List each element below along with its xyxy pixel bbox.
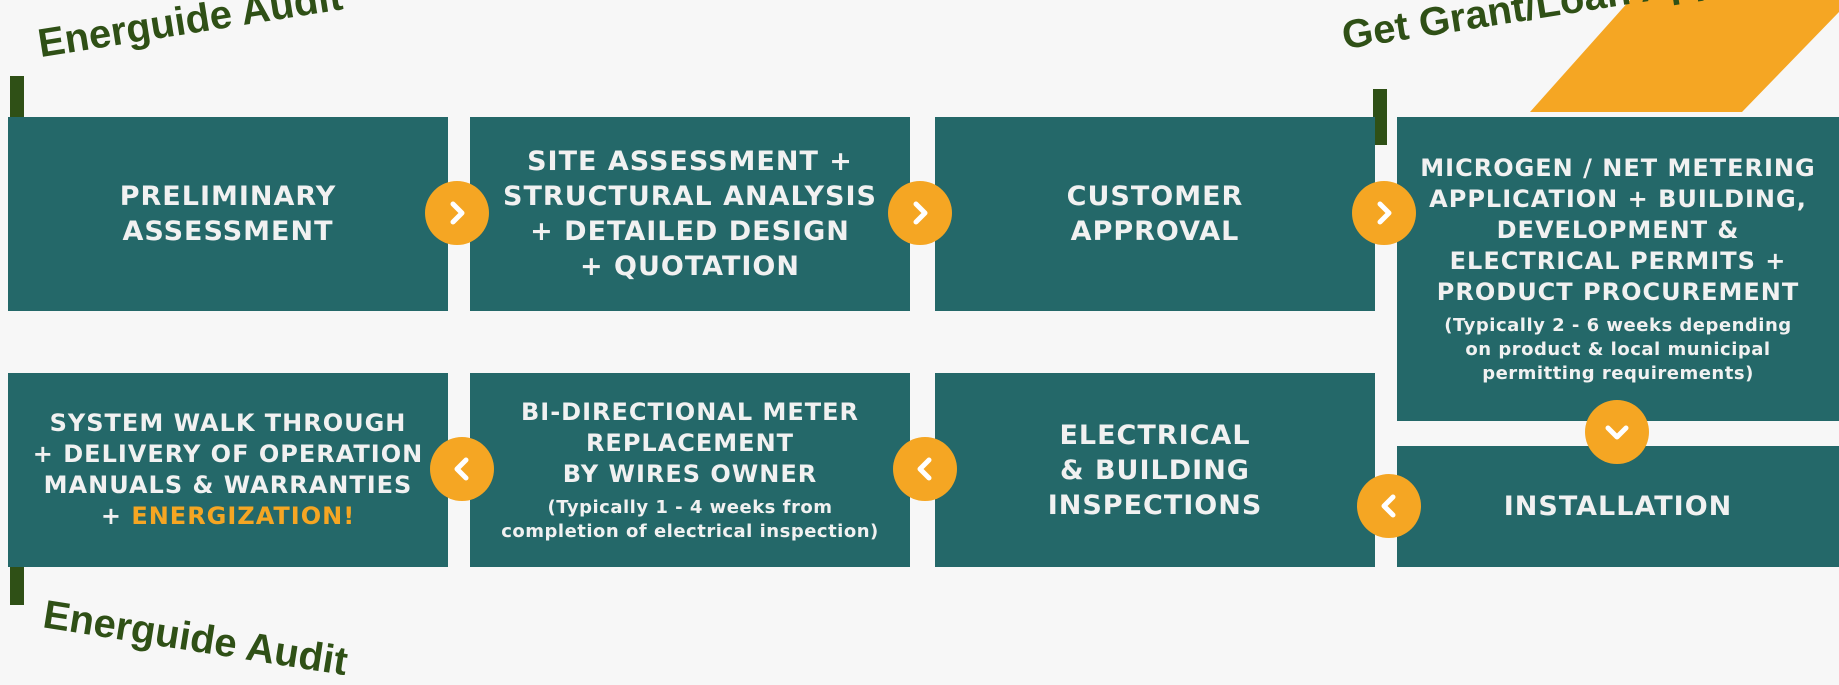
step-site-assessment: SITE ASSESSMENT + STRUCTURAL ANALYSIS + … [470,117,910,311]
arrow-down [1585,400,1649,464]
step-microgen-permits: MICROGEN / NET METERING APPLICATION + BU… [1397,117,1839,421]
arrow-next-2 [888,181,952,245]
arrow-next-1 [425,181,489,245]
step-text-last: + ENERGIZATION! [101,501,355,532]
annotation-marker-top-right [1373,89,1387,145]
step-text: & BUILDING [1060,454,1250,486]
annotation-energuide-bottom: Energuide Audit [40,592,351,685]
step-bidirectional-meter: BI-DIRECTIONAL METER REPLACEMENT BY WIRE… [470,373,910,567]
step-text: STRUCTURAL ANALYSIS [503,181,877,212]
arrow-back-2 [893,437,957,501]
step-text: CUSTOMER [1066,181,1244,212]
step-note: (Typically 1 - 4 weeks from [547,496,833,518]
step-text: REPLACEMENT [585,428,795,457]
chevron-right-icon [913,201,928,225]
step-text-prefix: + [100,502,132,530]
step-text: + DETAILED DESIGN [530,216,850,247]
step-text: + QUOTATION [580,251,800,282]
step-text: MANUALS & WARRANTIES [43,471,413,499]
step-text: APPROVAL [1070,216,1240,247]
step-text: APPLICATION + BUILDING, [1429,184,1807,213]
step-text: ELECTRICAL PERMITS + [1449,246,1787,275]
step-preliminary-assessment: PRELIMINARY ASSESSMENT [8,117,448,311]
step-text: PRODUCT PROCUREMENT [1436,277,1800,306]
chevron-right-icon [1377,201,1392,225]
step-text: MICROGEN / NET METERING [1420,153,1816,182]
chevron-right-icon [450,201,465,225]
step-text: SITE ASSESSMENT + [527,146,853,177]
arrow-back-3 [430,437,494,501]
step-text: SYSTEM WALK THROUGH [49,409,407,437]
step-text: + DELIVERY OF OPERATION [32,440,424,468]
chevron-left-icon [454,457,469,481]
step-installation: INSTALLATION [1397,446,1839,567]
energization-highlight: ENERGIZATION! [131,502,356,530]
chevron-down-icon [1605,425,1629,440]
step-text: DEVELOPMENT & [1496,215,1740,244]
chevron-left-icon [917,457,932,481]
annotation-energuide-top: Energuide Audit [34,0,346,67]
step-inspections: ELECTRICAL & BUILDING INSPECTIONS [935,373,1375,567]
arrow-next-3 [1352,181,1416,245]
step-text: ASSESSMENT [122,216,334,247]
arrow-back-1 [1357,474,1421,538]
step-note: (Typically 2 - 6 weeks depending [1444,314,1792,336]
step-system-walkthrough: SYSTEM WALK THROUGH + DELIVERY OF OPERAT… [8,373,448,567]
step-text: PRELIMINARY [119,181,337,212]
decorative-stripe [1530,0,1839,112]
step-customer-approval: CUSTOMER APPROVAL [935,117,1375,311]
step-note: completion of electrical inspection) [501,520,879,542]
step-note: permitting requirements) [1482,362,1754,384]
chevron-left-icon [1381,494,1396,518]
step-text: INSTALLATION [1503,491,1733,522]
step-text: ELECTRICAL [1059,419,1251,451]
step-text: BI-DIRECTIONAL METER [520,397,860,426]
step-note: on product & local municipal [1465,338,1771,360]
step-text: BY WIRES OWNER [562,459,818,488]
step-text: INSPECTIONS [1047,489,1263,521]
